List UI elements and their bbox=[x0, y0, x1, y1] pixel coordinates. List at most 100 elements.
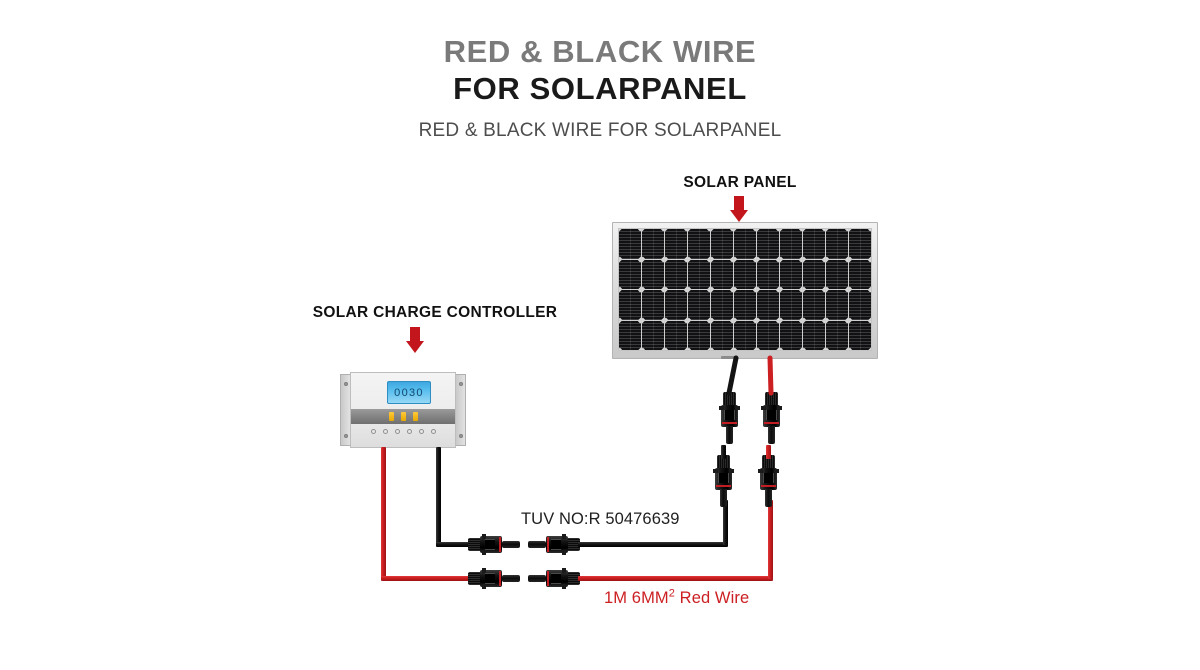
solar-cell bbox=[711, 320, 733, 350]
solar-cell-busbar bbox=[721, 259, 723, 289]
solar-cell-busbar bbox=[698, 229, 700, 259]
mc4-red-ring bbox=[761, 485, 776, 487]
mc4-collar bbox=[468, 538, 482, 551]
mc4-slot bbox=[718, 473, 729, 483]
mc4-collar bbox=[765, 392, 778, 406]
mc4-locking-tabs bbox=[482, 534, 486, 555]
solar-cell-busbar bbox=[859, 229, 861, 259]
panel-lead-wires bbox=[726, 355, 774, 396]
mc4-red-ring bbox=[547, 571, 549, 586]
mc4-barrel bbox=[721, 405, 738, 427]
solar-cell-busbar bbox=[721, 290, 723, 320]
controller-terminal bbox=[394, 429, 400, 434]
solar-cell bbox=[642, 290, 664, 320]
mc4-locking-tabs bbox=[562, 568, 566, 589]
solar-cell-column bbox=[826, 229, 848, 350]
solar-cell bbox=[780, 290, 802, 320]
solar-cell bbox=[711, 259, 733, 289]
wire-red-panel-lead bbox=[767, 355, 774, 396]
mc4-red-ring bbox=[716, 485, 731, 487]
wire-red-mid-horizontal bbox=[578, 576, 773, 581]
arrow-down-icon-panel-shaft bbox=[734, 196, 744, 212]
mc4-red-ring bbox=[764, 422, 779, 424]
mc4-connector-black-female bbox=[468, 534, 520, 555]
solar-cell bbox=[665, 229, 687, 259]
solar-cell-busbar bbox=[767, 259, 769, 289]
mc4-collar bbox=[762, 455, 775, 469]
solar-cell-busbar bbox=[813, 290, 815, 320]
solar-cell-busbar bbox=[629, 290, 631, 320]
solar-cell bbox=[619, 229, 641, 259]
arrow-down-icon-controller-shaft bbox=[410, 327, 420, 343]
controller-terminal bbox=[430, 429, 436, 434]
callout-solar-panel: SOLAR PANEL bbox=[683, 174, 797, 191]
mc4-red-ring bbox=[547, 537, 549, 552]
mc4-nose bbox=[502, 541, 520, 548]
mc4-nose bbox=[502, 575, 520, 582]
controller-lcd-display: 0030 bbox=[387, 381, 431, 404]
solar-cell bbox=[619, 320, 641, 350]
solar-cell-column bbox=[619, 229, 641, 350]
mc4-red-ring bbox=[499, 571, 501, 586]
mc4-connector-red-vertical-lower bbox=[758, 455, 779, 507]
solar-cell bbox=[734, 259, 756, 289]
mc4-slot bbox=[485, 573, 495, 584]
solar-cell-column bbox=[849, 229, 871, 350]
solar-cell-busbar bbox=[744, 290, 746, 320]
solar-cell bbox=[826, 259, 848, 289]
mc4-nose bbox=[765, 489, 772, 507]
arrow-down-icon-panel-head bbox=[730, 210, 748, 222]
solar-cell-column bbox=[803, 229, 825, 350]
mc4-barrel bbox=[760, 468, 777, 490]
red-wire-spec-label: 1M 6MM2 Red Wire bbox=[604, 588, 749, 608]
mc4-nose bbox=[726, 426, 733, 444]
wire-black-controller-vertical bbox=[436, 447, 441, 545]
controller-led-band bbox=[351, 409, 455, 424]
solar-cell bbox=[826, 320, 848, 350]
mc4-slot bbox=[724, 410, 735, 420]
controller-terminal bbox=[370, 429, 376, 434]
solar-cell-busbar bbox=[859, 259, 861, 289]
solar-cell bbox=[780, 229, 802, 259]
mc4-locking-tabs bbox=[761, 406, 782, 410]
controller-terminal bbox=[418, 429, 424, 434]
solar-cell-busbar bbox=[836, 320, 838, 350]
wire-red-controller-horizontal bbox=[381, 576, 472, 581]
solar-cell bbox=[688, 259, 710, 289]
mc4-barrel bbox=[546, 570, 568, 587]
solar-cell-busbar bbox=[790, 229, 792, 259]
solar-cell bbox=[734, 229, 756, 259]
mc4-connector-red-vertical-upper bbox=[761, 392, 782, 444]
mount-hole-icon bbox=[458, 434, 463, 438]
solar-cell bbox=[757, 290, 779, 320]
controller-terminal bbox=[406, 429, 412, 434]
mc4-nose bbox=[528, 575, 546, 582]
mc4-nose bbox=[720, 489, 727, 507]
mc4-barrel bbox=[763, 405, 780, 427]
wire-black-stub bbox=[721, 445, 726, 459]
mc4-collar bbox=[566, 538, 580, 551]
solar-cell-busbar bbox=[767, 320, 769, 350]
solar-cell-busbar bbox=[790, 259, 792, 289]
mc4-connector-black-male bbox=[528, 534, 580, 555]
mc4-barrel bbox=[546, 536, 568, 553]
solar-cell bbox=[642, 320, 664, 350]
solar-cell bbox=[619, 259, 641, 289]
controller-led-indicator bbox=[388, 412, 394, 421]
mc4-slot bbox=[551, 573, 561, 584]
page-subtitle: RED & BLACK WIRE FOR SOLARPANEL bbox=[418, 120, 782, 141]
solar-cell-busbar bbox=[652, 229, 654, 259]
mc4-connector-red-male bbox=[528, 568, 580, 589]
solar-charge-controller: 0030 bbox=[340, 372, 466, 448]
solar-cell-busbar bbox=[836, 290, 838, 320]
solar-cell bbox=[642, 259, 664, 289]
mc4-slot bbox=[766, 410, 777, 420]
solar-panel bbox=[612, 222, 878, 359]
wire-black-controller-horizontal bbox=[436, 542, 472, 547]
mc4-red-ring bbox=[499, 537, 501, 552]
solar-cell-busbar bbox=[721, 320, 723, 350]
solar-cell bbox=[780, 320, 802, 350]
mc4-connector-black-vertical-upper bbox=[719, 392, 740, 444]
mc4-connector-red-female bbox=[468, 568, 520, 589]
solar-cell bbox=[826, 229, 848, 259]
